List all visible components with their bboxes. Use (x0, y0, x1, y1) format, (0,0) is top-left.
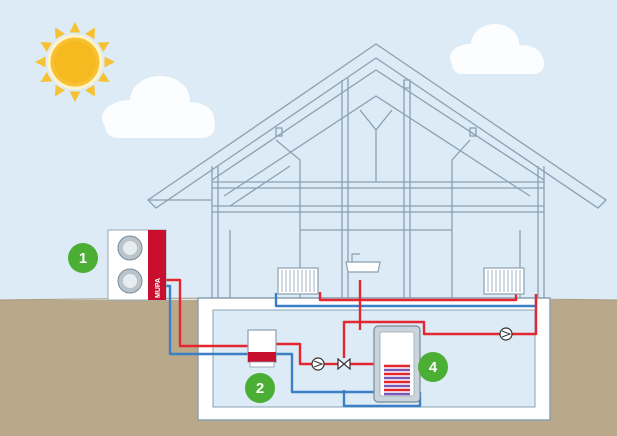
house-frame (146, 43, 608, 298)
svg-text:2: 2 (256, 380, 264, 397)
boiler-icon (247, 329, 277, 368)
valve-icon (337, 357, 351, 371)
svg-text:4: 4 (429, 359, 438, 376)
pump-icon (499, 327, 513, 341)
sun-ray (40, 72, 53, 82)
badge-boiler: 2 (245, 373, 275, 403)
sun-ray (55, 27, 65, 40)
sun-ray (69, 91, 81, 102)
sun-ray (97, 42, 110, 52)
heat-pump-unit: MUPA (107, 229, 167, 301)
sun-ray (40, 42, 53, 52)
radiator-icon (483, 267, 525, 295)
sun-icon (35, 22, 115, 102)
cloud-icon (102, 76, 215, 138)
sun-ray (55, 84, 65, 97)
fan-units-icon (117, 235, 143, 294)
radiator-icon (277, 267, 319, 295)
sink-icon (345, 253, 381, 273)
sun-ray (35, 56, 46, 68)
sun-ray (85, 84, 95, 97)
sun-ray (104, 56, 115, 68)
brand-label: MUPA (155, 278, 162, 298)
sun-ray (85, 27, 95, 40)
pump-icon (311, 357, 325, 371)
badge-storage-tank: 4 (418, 352, 448, 382)
cloud-icon (450, 24, 544, 74)
sun-ray (69, 22, 81, 33)
sun-ray (97, 72, 110, 82)
tank-icon (373, 325, 421, 403)
hot-water-pipes (152, 278, 538, 366)
svg-text:1: 1 (79, 250, 87, 267)
badge-heat-pump: 1 (68, 243, 98, 273)
